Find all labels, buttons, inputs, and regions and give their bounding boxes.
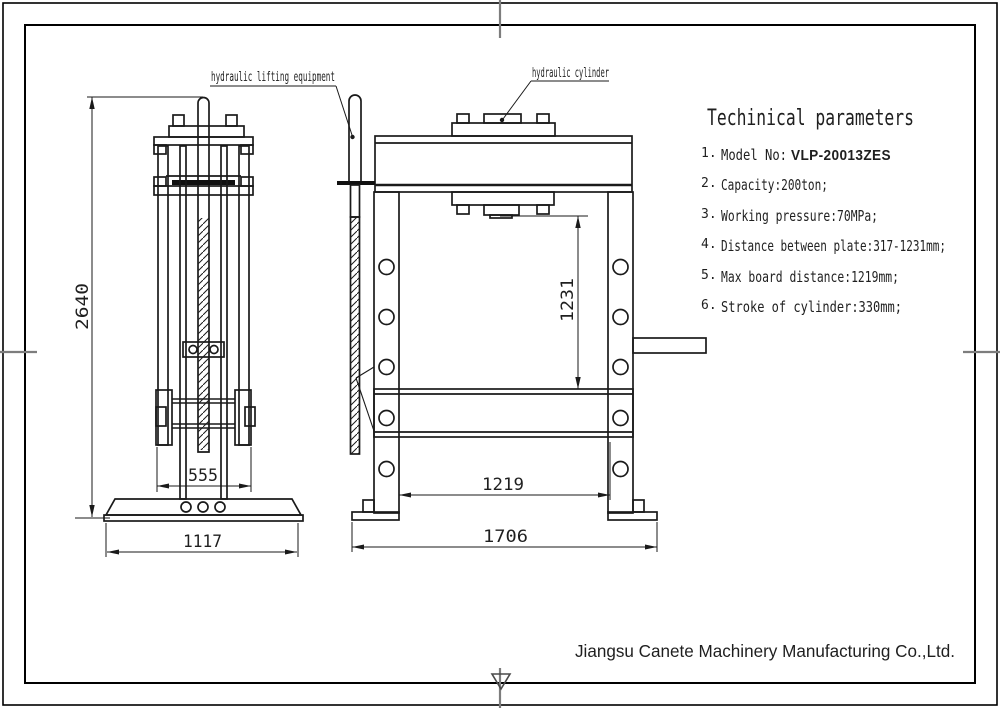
cylinder-bottom-bolt-right [536, 204, 550, 215]
param-item-4: 4. Distance between plate:317-1231mm; [701, 237, 946, 255]
dim-overall-height: 2640 [73, 96, 203, 519]
front-crosshead-lower-flange [153, 185, 254, 196]
side-lifting-rod-top [348, 94, 362, 183]
param-num: 2. [701, 176, 717, 191]
front-crosshead-upper-leg-left [153, 144, 167, 155]
front-base-hole-1 [180, 501, 192, 513]
cylinder-bottom-bolt-left [456, 204, 470, 215]
cylinder-top-plate [451, 122, 556, 137]
leader-dot-cylinder [499, 117, 505, 123]
front-bracket-right-notch [244, 406, 256, 427]
label-hydraulic-cylinder: hydraulic cylinder [499, 65, 609, 123]
dim-guide-width: 555 [156, 447, 252, 492]
pump-handle [632, 337, 707, 354]
side-view [337, 94, 707, 521]
leader-dot-lifting [350, 134, 355, 140]
label-lifting-equipment: hydraulic lifting equipment [210, 69, 355, 140]
side-lifting-rod-plain [349, 184, 361, 218]
dim-plate-distance: 1231 [500, 215, 588, 389]
front-bracket-left-notch [155, 406, 167, 427]
dim-text-base-length: 1706 [483, 527, 528, 547]
dim-text-overall-height: 2640 [73, 283, 93, 330]
front-view [103, 96, 304, 522]
front-guide-right [220, 145, 228, 500]
dim-board-distance: 1219 [398, 442, 611, 500]
front-top-bolt-left [172, 114, 185, 127]
front-rod-thread-hatch [198, 218, 209, 450]
param-model-label: Model No: [721, 146, 787, 164]
dim-text-base-width: 1117 [183, 532, 222, 552]
front-nut-bolt-left [188, 344, 198, 355]
front-base-hole-2 [197, 501, 209, 513]
front-base-hole-3 [214, 501, 226, 513]
param-num: 1. [701, 146, 717, 161]
param-num: 3. [701, 207, 717, 222]
dim-base-length: 1706 [351, 522, 658, 552]
param-num: 6. [701, 298, 717, 313]
param-text: Distance between plate:317-1231mm; [721, 237, 946, 255]
label-hydraulic-cylinder-text: hydraulic cylinder [532, 65, 609, 81]
side-column-right [607, 191, 634, 514]
dim-text-board-distance: 1219 [482, 475, 524, 495]
side-lifting-rod-collar [337, 181, 375, 185]
front-top-bolt-right [225, 114, 238, 127]
side-column-holes [378, 258, 629, 478]
front-nut-bolt-right [209, 344, 219, 355]
side-lifting-rod-thread [349, 216, 361, 455]
front-crosshead-lower-leg-left [153, 176, 167, 187]
front-column-right [238, 145, 250, 446]
cylinder-top-bolt-left [456, 113, 470, 124]
front-base-underplate [103, 514, 304, 522]
front-lifting-rod [197, 96, 210, 453]
param-model-value: VLP-20013ZES [791, 148, 891, 164]
side-foot-left [351, 511, 400, 521]
tech-params-title: Techinical parameters [707, 106, 914, 131]
side-foot-left-tab [362, 499, 375, 513]
front-top-plate [168, 125, 245, 138]
front-column-left [157, 145, 169, 446]
param-text: Capacity:200ton; [721, 176, 828, 194]
front-crosshead-band [172, 180, 235, 185]
dim-base-width: 1117 [105, 523, 299, 557]
param-item-6: 6. Stroke of cylinder:330mm; [701, 298, 902, 316]
param-text: Max board distance:1219mm; [721, 268, 899, 286]
front-crosshead-upper-leg-right [240, 144, 254, 155]
side-column-left [373, 191, 400, 514]
dim-text-plate-distance: 1231 [558, 278, 578, 322]
param-text: Stroke of cylinder:330mm; [721, 298, 902, 316]
technical-parameters: Techinical parameters 1. Model No: VLP-2… [701, 106, 946, 316]
bottom-triangle-mark [490, 673, 512, 691]
front-crosshead-lower-leg-right [240, 176, 254, 187]
param-item-5: 5. Max board distance:1219mm; [701, 268, 899, 286]
cylinder-ram [483, 204, 520, 216]
param-text: Working pressure:70MPa; [721, 207, 878, 225]
param-num: 4. [701, 237, 717, 252]
side-top-beam [374, 135, 633, 193]
front-nut-block [182, 341, 225, 358]
leader-labels: hydraulic lifting equipment hydraulic cy… [210, 65, 609, 140]
front-crosshead-upper-flange [153, 136, 254, 146]
param-item-2: 2. Capacity:200ton; [701, 176, 828, 194]
side-foot-right-tab [632, 499, 645, 513]
dimension-annotations: 2640 555 1117 1231 [73, 96, 658, 557]
param-item-3: 3. Working pressure:70MPa; [701, 207, 878, 225]
dim-text-guide-width: 555 [188, 466, 218, 486]
front-guide-left [179, 145, 187, 500]
side-lifting-rod-links [355, 366, 375, 432]
cylinder-top-bolt-right [536, 113, 550, 124]
cylinder-bottom-flange [451, 191, 555, 206]
param-item-1: 1. Model No: VLP-20013ZES [701, 146, 891, 164]
cylinder-top-block [483, 113, 522, 124]
front-bracket-right [234, 389, 252, 446]
label-lifting-equipment-text: hydraulic lifting equipment [211, 69, 335, 85]
front-cross-beams [172, 398, 235, 429]
param-num: 5. [701, 268, 717, 283]
company-name: Jiangsu Canete Machinery Manufacturing C… [575, 641, 955, 661]
side-work-table [373, 388, 634, 438]
